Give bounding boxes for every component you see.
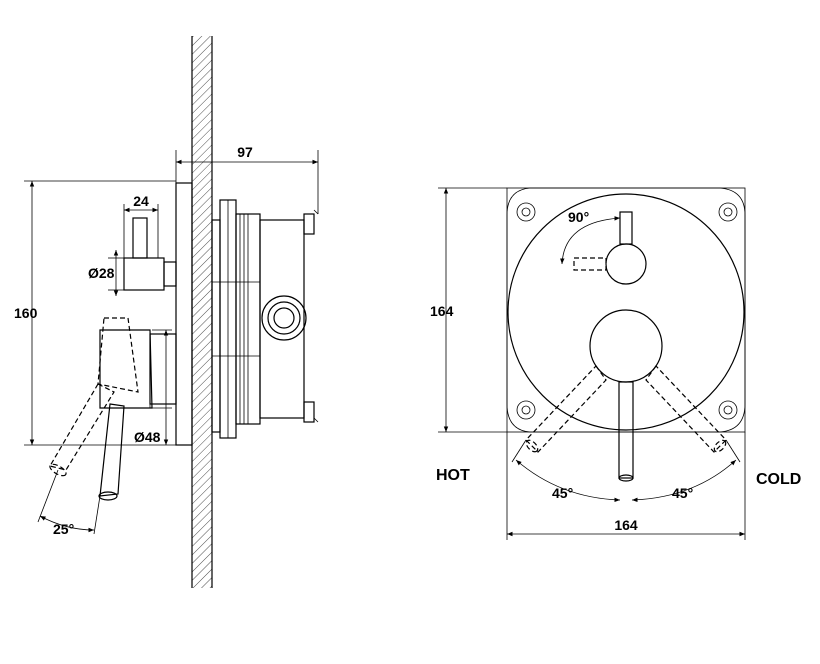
mixer-knob-front — [525, 309, 727, 482]
dim-depth-97: 97 — [175, 144, 319, 214]
mounting-lugs — [516, 202, 738, 420]
dim-stem-24: 24 — [123, 193, 159, 258]
side-view: 97 160 24 Ø28 Ø48 — [14, 36, 319, 588]
label-hot: HOT — [436, 467, 470, 484]
mixer-body-side — [99, 329, 177, 409]
mixer-handle-side — [98, 403, 125, 501]
dim-front-height-label: 164 — [430, 303, 454, 319]
dim-depth-label: 97 — [237, 144, 253, 160]
dim-height-160: 160 — [14, 180, 176, 446]
front-view: 90° 45° 45° 164 — [430, 187, 801, 540]
wall-section — [191, 36, 213, 588]
dim-front-height: 164 — [430, 187, 507, 433]
label-cold: COLD — [756, 471, 801, 488]
dim-stem-label: 24 — [133, 193, 149, 209]
front-round-plate — [507, 193, 745, 431]
cover-plate — [175, 182, 193, 446]
dim-left-angle-label: 45° — [552, 485, 573, 501]
dim-right-angle-label: 45° — [672, 485, 693, 501]
dim-large-diameter: Ø48 — [134, 329, 172, 445]
dim-large-diameter-label: Ø48 — [134, 429, 161, 445]
front-body-outline — [506, 187, 746, 433]
dim-front-width: 164 — [506, 432, 746, 540]
dim-handle-angle-label: 25° — [53, 521, 74, 537]
dim-diverter-angle-label: 90° — [568, 209, 589, 225]
dim-left-angle: 45° — [511, 439, 621, 503]
dim-right-angle: 45° — [631, 439, 741, 503]
in-wall-body — [211, 199, 319, 439]
dim-small-diameter-label: Ø28 — [88, 265, 115, 281]
mixer-handle-rotated-side — [49, 317, 139, 477]
dim-front-width-label: 164 — [614, 517, 638, 533]
dim-handle-angle: 25° — [37, 469, 101, 537]
dim-small-diameter: Ø28 — [88, 250, 124, 296]
dim-height-label: 160 — [14, 305, 38, 321]
diverter-knob-side — [123, 217, 177, 291]
dim-diverter-angle: 90° — [560, 209, 621, 265]
